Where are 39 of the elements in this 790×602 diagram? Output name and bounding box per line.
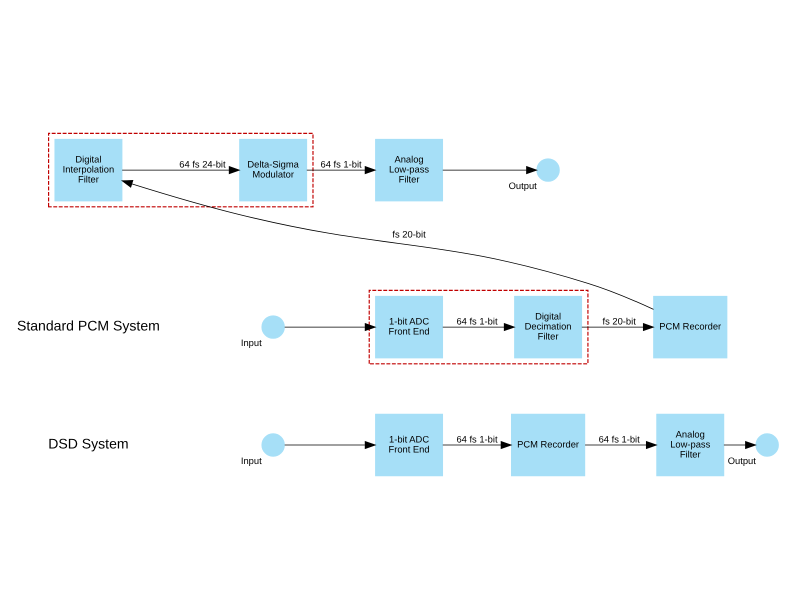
node-box: 1-bit ADC Front End <box>375 413 444 476</box>
arrow <box>306 165 376 174</box>
node-box: Digital Interpolation Filter <box>54 138 122 201</box>
node-box: Analog Low-pass Filter <box>375 138 444 201</box>
node-label: Output <box>508 180 537 190</box>
edge-label: 64 fs 1-bit <box>598 434 640 444</box>
edge-label: 64 fs 1-bit <box>320 158 362 169</box>
arrow <box>581 322 655 331</box>
arrow <box>442 322 516 331</box>
node-box: Delta-Sigma Modulator <box>239 138 308 201</box>
node-circle <box>536 158 560 182</box>
node-label: Output <box>728 455 756 466</box>
arrow <box>442 165 538 174</box>
edge-label: fs 20-bit <box>392 229 426 240</box>
arrow <box>584 440 658 449</box>
edge-label: 64 fs 1-bit <box>456 434 498 444</box>
arrow <box>122 165 241 174</box>
label: DSD System <box>48 434 129 451</box>
arrow <box>121 180 654 310</box>
arrow <box>723 440 757 449</box>
node-circle <box>755 432 779 456</box>
node-box: 1-bit ADC Front End <box>375 295 444 358</box>
node-box: Digital Decimation Filter <box>514 295 582 358</box>
arrow <box>284 322 376 331</box>
cluster <box>368 289 588 364</box>
edge-label: 64 fs 24-bit <box>179 158 226 169</box>
node-label: Input <box>240 455 262 466</box>
arrow <box>284 440 377 449</box>
node-box: PCM Recorder <box>653 295 728 358</box>
node-box: Analog Low-pass Filter <box>656 413 724 476</box>
node-circle <box>261 432 285 456</box>
cluster <box>48 132 314 207</box>
node-label: Input <box>240 337 262 348</box>
arrow <box>442 440 512 449</box>
node-circle <box>261 314 285 338</box>
edge-label: fs 20-bit <box>602 316 636 326</box>
node-box: PCM Recorder <box>511 413 586 476</box>
edge-label: 64 fs 1-bit <box>456 316 498 326</box>
label: Standard PCM System <box>16 317 160 334</box>
